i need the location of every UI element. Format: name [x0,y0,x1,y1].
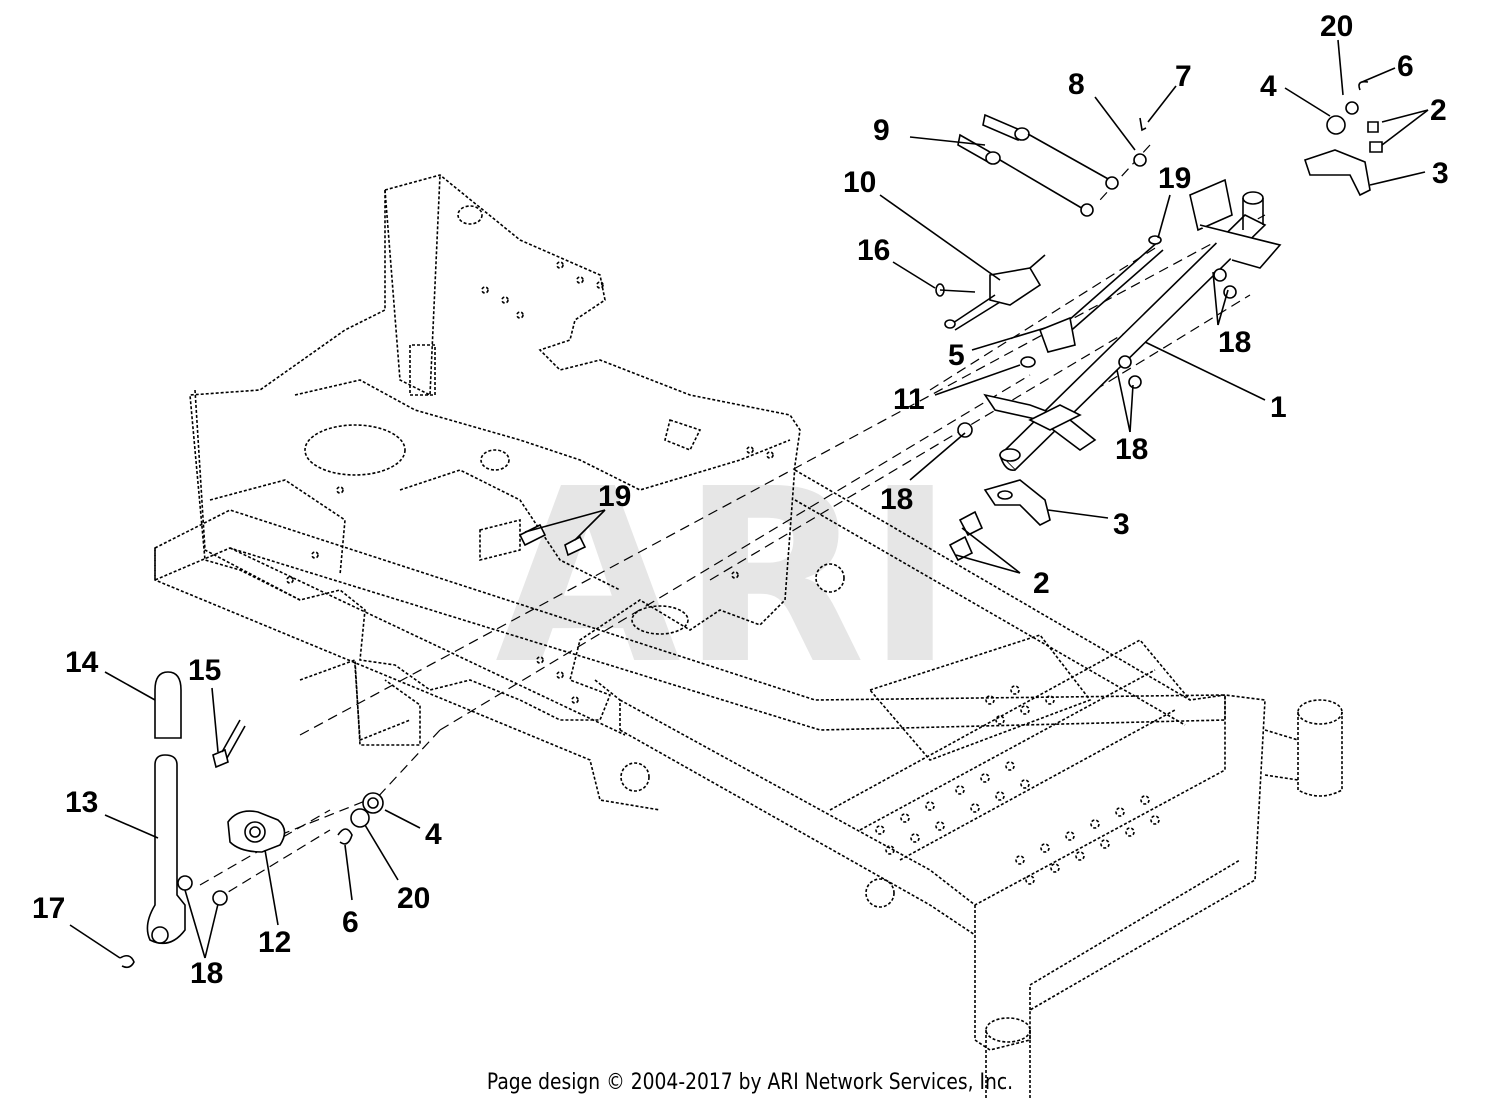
callout-label: 12 [258,926,291,959]
watermark-text: ARI [495,437,955,717]
callout-label: 4 [1260,70,1277,103]
leader-lines [69,39,1429,959]
callout-label: 18 [1218,326,1251,359]
callout-label: 16 [857,234,890,267]
callout-label: 2 [1430,94,1447,127]
cross-shaft [983,178,1282,472]
callout-label: 1 [1270,391,1287,424]
callout-label: 5 [948,339,965,372]
callout-label: 4 [425,818,442,851]
callout-label: 9 [873,114,890,147]
callout-label: 17 [32,892,65,925]
lower-left-parts [119,671,384,969]
callout-label: 20 [1320,10,1353,43]
callout-label: 18 [1115,433,1148,466]
callout-label: 7 [1175,60,1192,93]
linkage-parts [518,80,1383,562]
copyright-footer: Page design © 2004-2017 by ARI Network S… [486,1070,1014,1095]
main-frame [154,469,1343,1100]
callout-label: 11 [893,383,925,416]
callout-label: 14 [65,646,99,679]
rear-bracket-assembly [189,174,801,746]
callout-label: 8 [1068,68,1085,101]
callout-label: 3 [1113,508,1130,541]
callout-label: 6 [342,906,359,939]
callout-label: 18 [190,957,223,990]
callout-label: 20 [397,882,430,915]
callout-label: 15 [188,654,221,687]
callout-labels: 20 6 4 2 3 8 7 9 19 10 16 18 5 1 11 18 1… [32,10,1449,990]
callout-label: 19 [598,480,631,513]
callout-label: 6 [1397,50,1414,83]
callout-label: 2 [1033,567,1050,600]
callout-label: 19 [1158,162,1191,195]
callout-label: 18 [880,483,913,516]
callout-label: 13 [65,786,98,819]
callout-label: 3 [1432,157,1449,190]
callout-label: 10 [843,166,876,199]
